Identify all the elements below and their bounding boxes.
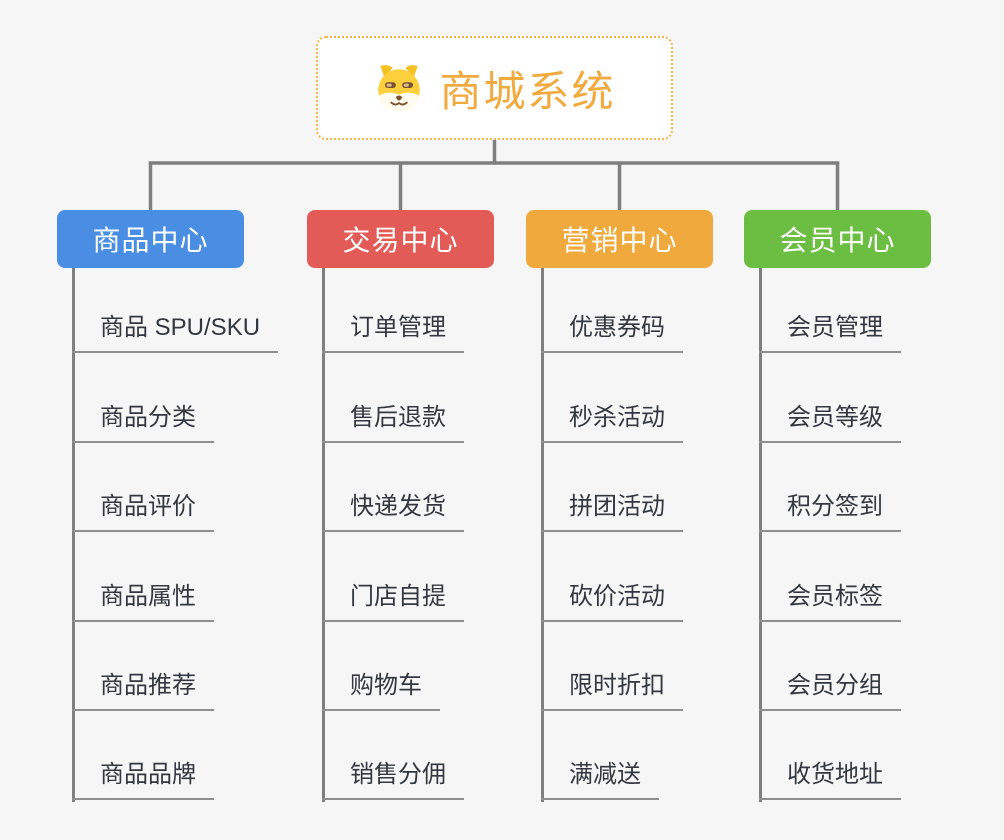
- branch-vertical-line-2: [322, 268, 325, 802]
- leaf-node[interactable]: 限时折扣: [541, 667, 683, 711]
- dog-face-icon: [378, 65, 421, 111]
- leaf-node[interactable]: 砍价活动: [541, 578, 683, 622]
- branch-header-2[interactable]: 交易中心: [307, 210, 494, 268]
- leaf-node[interactable]: 商品分类: [72, 399, 214, 443]
- leaf-node[interactable]: 商品评价: [72, 488, 214, 532]
- leaf-node[interactable]: 商品属性: [72, 578, 214, 622]
- leaf-node[interactable]: 收货地址: [759, 756, 901, 800]
- branch-header-1[interactable]: 商品中心: [57, 210, 244, 268]
- leaf-node[interactable]: 满减送: [541, 756, 659, 800]
- leaf-node[interactable]: 秒杀活动: [541, 399, 683, 443]
- leaf-node[interactable]: 会员管理: [759, 309, 901, 353]
- branch-vertical-line-4: [759, 268, 762, 802]
- branch-header-3[interactable]: 营销中心: [526, 210, 713, 268]
- leaf-node[interactable]: 会员等级: [759, 399, 901, 443]
- root-title: 商城系统: [439, 67, 616, 115]
- leaf-node[interactable]: 快递发货: [322, 488, 464, 532]
- leaf-node[interactable]: 销售分佣: [322, 756, 464, 800]
- leaf-node[interactable]: 商品推荐: [72, 667, 214, 711]
- leaf-node[interactable]: 商品品牌: [72, 756, 214, 800]
- leaf-node[interactable]: 订单管理: [322, 309, 464, 353]
- leaf-node[interactable]: 会员标签: [759, 578, 901, 622]
- leaf-node[interactable]: 售后退款: [322, 399, 464, 443]
- branch-header-4[interactable]: 会员中心: [744, 210, 931, 268]
- leaf-node[interactable]: 优惠券码: [541, 309, 683, 353]
- root-node[interactable]: 商城系统: [316, 36, 673, 140]
- leaf-node[interactable]: 门店自提: [322, 578, 464, 622]
- branch-vertical-line-3: [541, 268, 544, 802]
- leaf-node[interactable]: 拼团活动: [541, 488, 683, 532]
- leaf-node[interactable]: 商品 SPU/SKU: [72, 309, 279, 353]
- leaf-node[interactable]: 会员分组: [759, 667, 901, 711]
- branch-vertical-line-1: [72, 268, 75, 802]
- leaf-node[interactable]: 积分签到: [759, 488, 901, 532]
- leaf-node[interactable]: 购物车: [322, 667, 440, 711]
